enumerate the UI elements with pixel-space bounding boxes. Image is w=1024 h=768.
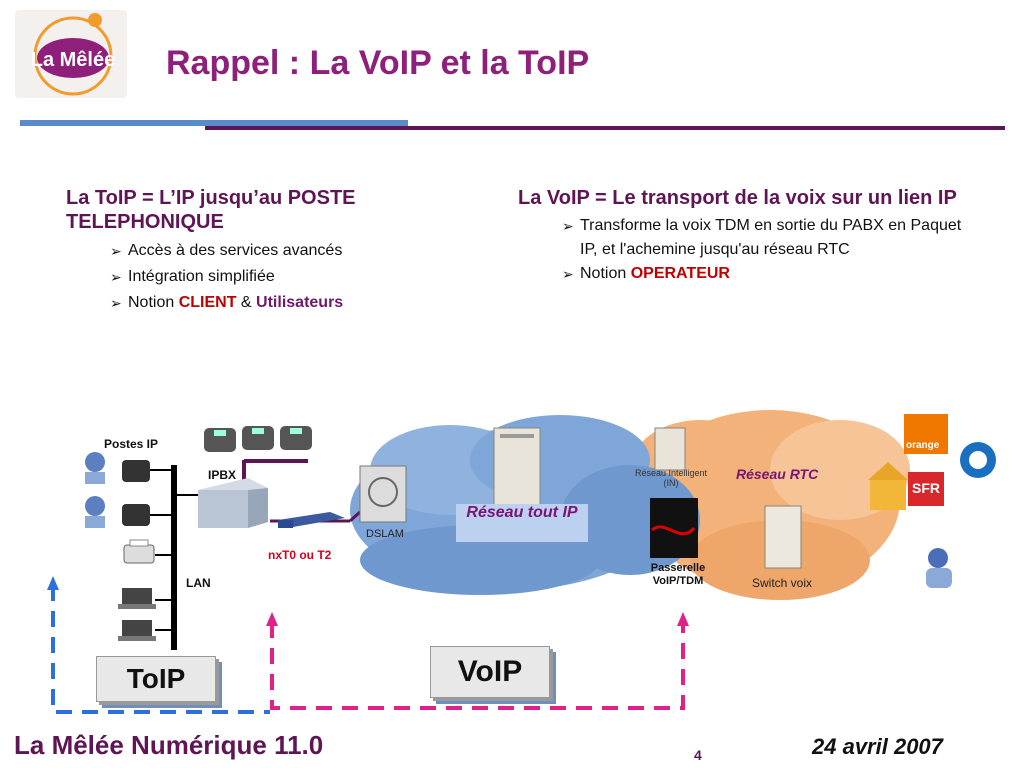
label-reseau-intelligent: Réseau Intelligent (IN) <box>634 468 708 488</box>
gateway-icon <box>650 498 698 558</box>
toip-scope-line <box>51 585 270 714</box>
voip-bullet: Transforme la voix TDM en sortie du PABX… <box>562 214 982 262</box>
toip-box: ToIP <box>96 656 216 702</box>
ipbx-server-icon <box>198 478 268 528</box>
server-icon <box>493 427 541 509</box>
notion-prefix: Notion <box>128 294 179 311</box>
footer-event-name: La Mêlée Numérique 11.0 <box>14 730 324 760</box>
toip-bullets: Accès à des services avancés Intégration… <box>110 238 466 316</box>
ip-phone-user-icon <box>85 452 150 484</box>
voip-bullet-notion: Notion OPERATEUR <box>562 262 982 286</box>
la-melee-logo: La Mêlée <box>15 10 127 98</box>
label-switch-voix: Switch voix <box>752 576 813 590</box>
title-underline-blue <box>20 120 408 126</box>
ip-phone-user-icon <box>85 496 150 528</box>
title-underline-purple <box>205 126 1005 130</box>
operator-user-icon <box>926 548 952 588</box>
notion-client: CLIENT <box>178 294 237 311</box>
toip-bullet-notion: Notion CLIENT & Utilisateurs <box>110 290 466 316</box>
label-reseau-rtc: Réseau RTC <box>736 466 819 482</box>
desk-phone-icon <box>204 428 236 452</box>
notion-prefix: Notion <box>580 265 631 282</box>
left-column: La ToIP = L’IP jusqu’au POSTE TELEPHONIQ… <box>66 186 466 316</box>
label-passerelle: Passerelle VoIP/TDM <box>650 562 706 587</box>
fax-icon <box>123 539 155 564</box>
voip-bullets: Transforme la voix TDM en sortie du PABX… <box>562 214 982 286</box>
notion-users: Utilisateurs <box>256 294 344 311</box>
page-number: 4 <box>694 747 702 763</box>
orange-logo-text: orange <box>906 440 940 451</box>
modem-icon <box>278 512 345 528</box>
label-lan: LAN <box>186 576 211 590</box>
laptop-icon <box>118 588 156 609</box>
footer-date: 24 avril 2007 <box>812 734 943 759</box>
toip-heading: La ToIP = L’IP jusqu’au POSTE TELEPHONIQ… <box>66 187 356 233</box>
lan-backbone <box>171 465 177 650</box>
sfr-logo-text: SFR <box>912 480 940 496</box>
desk-phone-icon <box>280 426 312 450</box>
laptop-icon <box>118 620 156 641</box>
sfr-building-icon <box>868 462 944 510</box>
label-postes-ip: Postes IP <box>104 437 159 451</box>
logo-text: La Mêlée <box>31 49 115 71</box>
label-dslam: DSLAM <box>366 528 404 540</box>
desk-phone-icon <box>242 426 274 450</box>
right-column: La VoIP = Le transport de la voix sur un… <box>518 186 988 286</box>
toip-bullet: Intégration simplifiée <box>110 264 466 290</box>
voip-scope-line <box>270 622 685 710</box>
voip-heading: La VoIP = Le transport de la voix sur un… <box>518 187 957 209</box>
bouygues-logo <box>960 442 996 478</box>
in-server-icon <box>654 427 686 471</box>
notion-operator: OPERATEUR <box>630 265 730 282</box>
toip-bullet: Accès à des services avancés <box>110 238 466 264</box>
notion-amp: & <box>236 294 257 311</box>
label-nxt0: nxT0 ou T2 <box>268 548 332 562</box>
voip-box: VoIP <box>430 646 550 698</box>
voice-switch-icon <box>764 505 802 569</box>
dslam-icon <box>359 465 407 523</box>
label-ipbx: IPBX <box>208 468 237 482</box>
slide-title: Rappel : La VoIP et la ToIP <box>166 44 590 82</box>
label-reseau-tout-ip: Réseau tout IP <box>456 504 588 542</box>
orange-logo <box>904 414 948 454</box>
